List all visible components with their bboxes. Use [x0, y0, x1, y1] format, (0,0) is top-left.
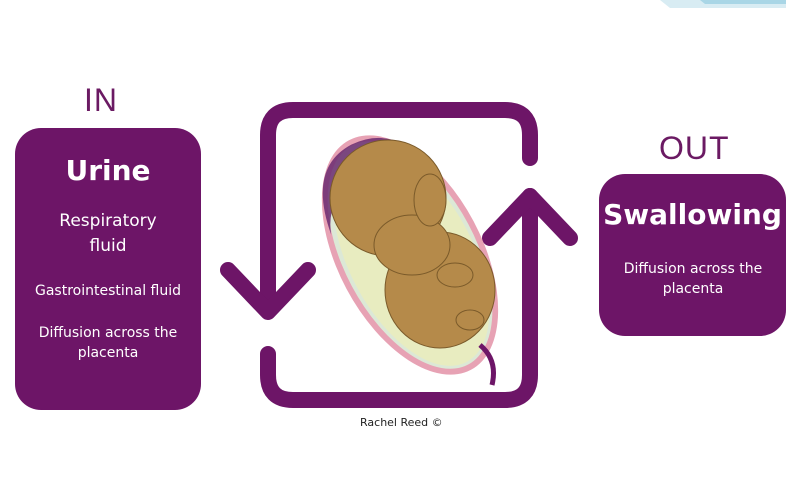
image-credit: Rachel Reed © — [360, 416, 443, 429]
